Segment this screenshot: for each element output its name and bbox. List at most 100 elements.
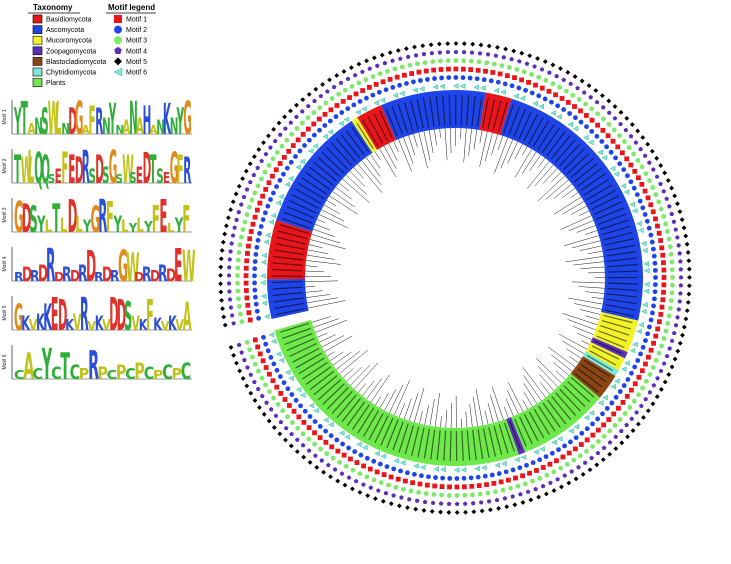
- motif-marker: [469, 483, 475, 489]
- leaf-label: [281, 217, 311, 229]
- motif-marker: [533, 82, 538, 88]
- motif-marker: [307, 459, 313, 465]
- motif-marker: [446, 66, 451, 72]
- leaf-label: [449, 430, 452, 461]
- leaf-label: [601, 225, 631, 236]
- motif-marker: [401, 486, 406, 492]
- leaf-branch: [308, 300, 346, 309]
- motif-marker: [653, 275, 658, 280]
- motif-marker: [578, 442, 584, 447]
- motif-marker: [301, 419, 307, 425]
- logo-letter: K: [65, 318, 74, 335]
- leaf-label: [586, 354, 614, 372]
- motif-marker: [418, 78, 423, 83]
- motif-legend-title: Motif legend: [108, 3, 155, 12]
- motif-marker: [584, 124, 589, 130]
- motif-marker: [281, 380, 287, 386]
- motif-marker: [288, 375, 294, 381]
- logo-title: Motif 6: [2, 354, 8, 369]
- motif-marker: [658, 206, 664, 212]
- motif-marker: [350, 467, 356, 473]
- motif-marker: [643, 261, 650, 267]
- motif-marker: [658, 238, 664, 243]
- motif-marker: [453, 41, 459, 46]
- motif-marker: [594, 133, 600, 139]
- leaf-branch: [484, 410, 489, 425]
- leaf-branch: [306, 294, 331, 298]
- leaf-label: [435, 95, 440, 126]
- leaf-branch: [564, 235, 599, 246]
- motif-marker: [621, 383, 627, 388]
- motif-marker: [245, 302, 251, 308]
- motif-marker: [409, 71, 415, 76]
- logo-letter: N: [156, 117, 165, 139]
- motif-marker: [255, 237, 261, 243]
- leaf-label: [335, 138, 357, 162]
- motif-marker: [242, 357, 247, 362]
- leaf-label: [514, 418, 527, 447]
- motif-marker: [653, 216, 658, 222]
- motif-marker: [588, 139, 594, 146]
- motif-marker: [261, 293, 267, 300]
- motif-marker: [638, 322, 644, 328]
- clade-sector: [500, 98, 643, 321]
- motif-marker: [489, 472, 495, 478]
- leaf-branch: [384, 389, 397, 411]
- motif-marker: [339, 471, 345, 476]
- motif-marker: [244, 212, 250, 218]
- motif-marker: [290, 420, 295, 425]
- motif-marker: [234, 217, 239, 222]
- motif-marker: [631, 208, 638, 214]
- motif-marker: [646, 354, 651, 360]
- motif-marker: [477, 50, 483, 56]
- motif-marker: [293, 154, 298, 159]
- motif-marker: [248, 390, 254, 396]
- logo-letter: P: [79, 366, 90, 383]
- motif-marker: [453, 49, 459, 54]
- motif-legend-marker: [114, 57, 122, 66]
- leaf-label: [593, 201, 622, 215]
- leaf-label: [403, 101, 414, 132]
- motif-marker: [352, 72, 358, 78]
- motif-marker: [478, 500, 484, 505]
- motif-marker: [289, 392, 295, 397]
- leaf-label: [398, 423, 409, 453]
- leaf-branch: [370, 374, 390, 403]
- motif-marker: [255, 183, 261, 189]
- leaf-branch: [326, 200, 337, 207]
- motif-marker: [419, 86, 425, 92]
- motif-marker: [632, 341, 638, 348]
- motif-legend-marker: [114, 46, 122, 55]
- motif-marker: [669, 338, 675, 343]
- logo-title: Motif 4: [2, 256, 8, 271]
- leaf-branch: [522, 367, 546, 398]
- motif-marker: [353, 91, 359, 97]
- motif-marker: [572, 446, 578, 452]
- motif-marker: [605, 133, 611, 139]
- logo-letter: D: [38, 263, 48, 288]
- motif-marker: [234, 360, 239, 366]
- motif-marker: [586, 83, 592, 89]
- motif-marker: [685, 250, 691, 255]
- motif-marker: [362, 444, 368, 451]
- motif-marker: [666, 372, 672, 377]
- motif-marker: [678, 258, 683, 264]
- leaf-label: [591, 195, 619, 210]
- leaf-branch: [537, 157, 546, 168]
- logo-letter: A: [82, 122, 90, 137]
- motif-marker: [578, 108, 583, 114]
- motif-marker: [436, 41, 442, 47]
- motif-marker: [576, 464, 581, 470]
- motif-marker: [264, 232, 271, 238]
- motif-marker: [661, 282, 667, 288]
- leaf-branch: [523, 375, 542, 401]
- motif-marker: [284, 181, 290, 188]
- motif-marker: [565, 70, 571, 75]
- leaf-label: [283, 211, 313, 224]
- logo-letter: V: [131, 312, 140, 335]
- leaf-label: [305, 366, 331, 385]
